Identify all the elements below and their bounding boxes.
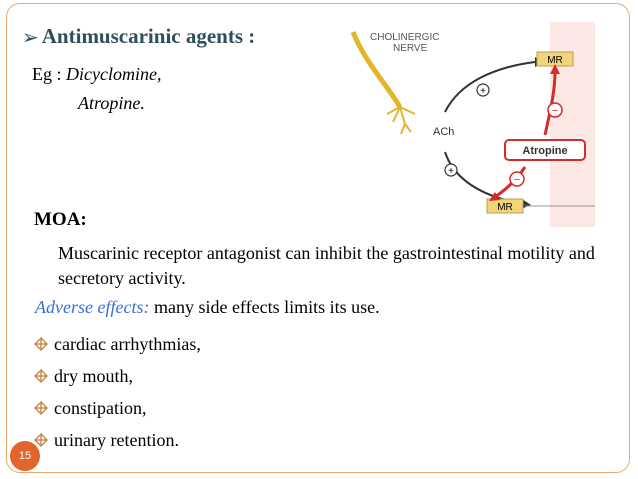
nerve-label-1: CHOLINERGIC <box>370 32 439 43</box>
moa-description: Muscarinic receptor antagonist can inhib… <box>58 243 595 288</box>
minus-sign-top: − <box>552 105 558 117</box>
list-item: constipation, <box>34 392 201 424</box>
side-effects-list: cardiac arrhythmias, dry mouth, constipa… <box>34 328 201 456</box>
diamond-bullet-icon <box>34 401 48 415</box>
minus-circle-bottom <box>509 171 525 187</box>
list-item: urinary retention. <box>34 424 201 456</box>
diamond-bullet-icon <box>34 369 48 383</box>
minus-sign-bottom: − <box>514 174 520 186</box>
receptor-top-label: MR <box>547 55 563 66</box>
plus-circle-bottom <box>444 163 458 177</box>
receptor-bottom-label: MR <box>497 202 513 213</box>
adverse-text: many side effects limits its use. <box>149 297 380 317</box>
receptor-bottom <box>486 198 524 214</box>
diamond-bullet-icon <box>34 433 48 447</box>
list-item: dry mouth, <box>34 360 201 392</box>
block-arrow-top-head <box>550 64 560 74</box>
side-effect-text: cardiac arrhythmias, <box>54 333 201 354</box>
block-arrow-bottom <box>494 166 527 199</box>
side-effect-text: urinary retention. <box>54 429 179 450</box>
slide-heading: ➢ Antimuscarinic agents : <box>22 24 255 49</box>
plus-sign-bottom: + <box>448 166 454 177</box>
atropine-label: Atropine <box>522 145 567 157</box>
side-effect-text: constipation, <box>54 397 147 418</box>
drug-dicyclomine: Dicyclomine, <box>66 64 162 84</box>
minus-circle-top <box>547 102 563 118</box>
adverse-label: Adverse effects: <box>35 297 150 317</box>
nerve-label-2: NERVE <box>393 43 428 54</box>
examples-line: Eg : Dicyclomine, <box>32 64 161 85</box>
upper-arrow <box>444 61 536 113</box>
list-item: cardiac arrhythmias, <box>34 328 201 360</box>
block-arrow-bottom-head <box>489 192 500 201</box>
examples-prefix: Eg : <box>32 64 66 84</box>
side-effect-text: dry mouth, <box>54 365 133 386</box>
slide-frame <box>6 3 630 473</box>
page-number: 15 <box>18 450 32 462</box>
moa-title: MOA: <box>34 209 87 230</box>
ach-label: ACh <box>433 126 454 138</box>
diamond-bullet-icon <box>34 337 48 351</box>
arrow-bullet-icon: ➢ <box>22 24 39 49</box>
atropine-box <box>504 139 586 161</box>
plus-sign-top: + <box>480 86 486 97</box>
heading-text: Antimuscarinic agents : <box>41 24 256 48</box>
cholinergic-diagram: CHOLINERGIC NERVE + + ACh MR MR − − Atro… <box>350 22 595 227</box>
page-number-badge: 15 <box>10 441 40 471</box>
drug-atropine: Atropine. <box>78 93 145 113</box>
block-arrow-top <box>543 71 557 136</box>
nerve-fibers <box>350 31 416 135</box>
adverse-effects-line: Adverse effects: many side effects limit… <box>35 297 380 318</box>
plus-circle-top <box>476 83 490 97</box>
